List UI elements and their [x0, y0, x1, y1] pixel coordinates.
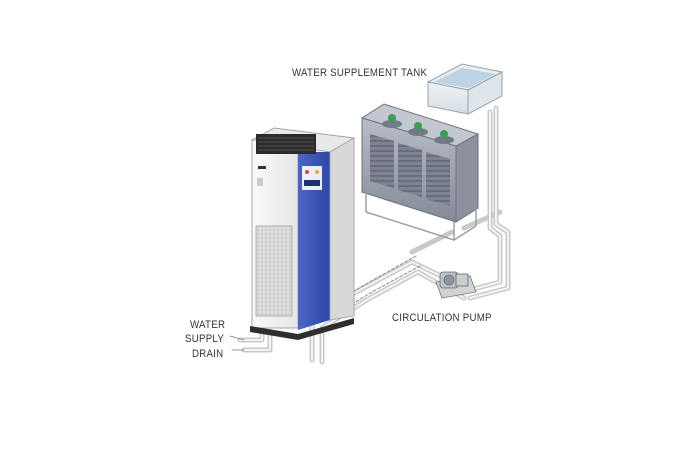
control-panel	[302, 166, 322, 190]
water-supplement-tank	[428, 64, 502, 114]
cooling-tower	[362, 104, 478, 240]
water-label: WATER	[190, 319, 225, 331]
circulation-pump-label: CIRCULATION PUMP	[392, 312, 492, 324]
circulation-pump-icon	[436, 272, 476, 298]
supply-label: SUPPLY	[185, 333, 224, 345]
drain-label: DRAIN	[192, 348, 223, 360]
water-supplement-tank-label: WATER SUPPLEMENT TANK	[292, 67, 427, 79]
indoor-air-conditioner-unit	[250, 128, 354, 340]
